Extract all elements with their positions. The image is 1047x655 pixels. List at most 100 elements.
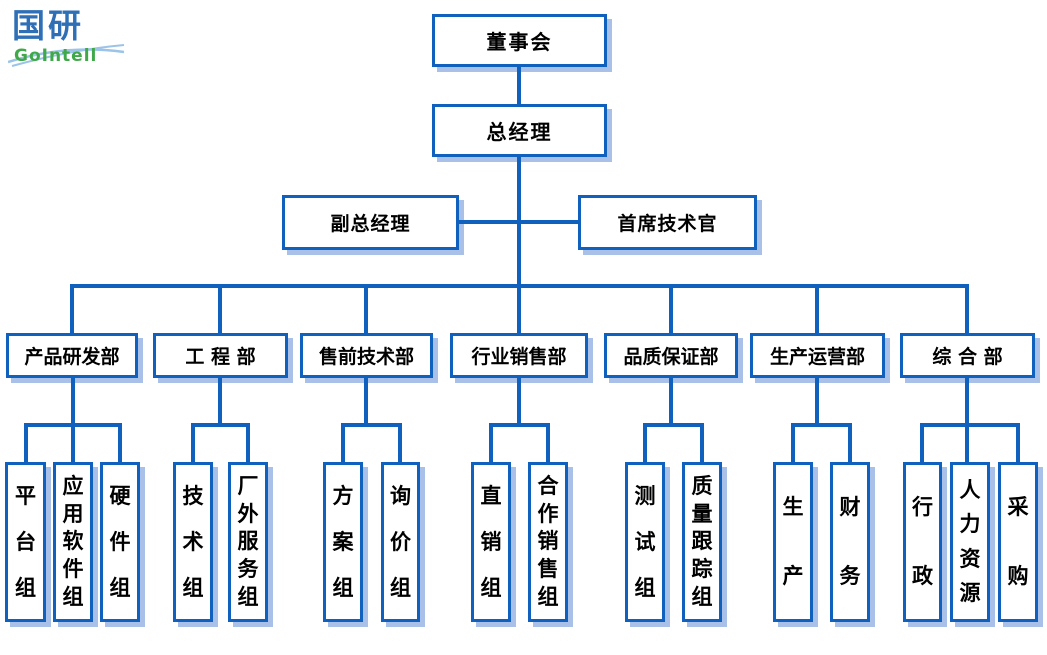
node-group-solution: 方案组 bbox=[323, 462, 363, 622]
connector-line bbox=[965, 284, 969, 334]
group-label-char: 试 bbox=[634, 529, 656, 554]
connector-line bbox=[489, 423, 550, 427]
connector-line bbox=[517, 67, 521, 105]
connector-line bbox=[458, 220, 578, 224]
group-label-char: 组 bbox=[62, 584, 84, 609]
group-label-char: 组 bbox=[15, 575, 36, 600]
group-label-char: 售 bbox=[537, 557, 559, 582]
connector-line bbox=[1016, 423, 1020, 463]
group-label-char: 跟 bbox=[691, 529, 713, 554]
group-label-char: 务 bbox=[237, 557, 259, 582]
connector-line bbox=[191, 423, 250, 427]
node-dept-rnd: 产品研发部 bbox=[6, 333, 138, 378]
node-group-production: 生产 bbox=[773, 462, 813, 622]
node-board: 董事会 bbox=[432, 14, 607, 67]
node-group-hardware: 硬件组 bbox=[100, 462, 140, 622]
connector-line bbox=[848, 423, 852, 463]
node-dept-engineering: 工 程 部 bbox=[153, 333, 288, 378]
node-group-procurement: 采购 bbox=[998, 462, 1038, 622]
node-group-offsite-service: 厂外服务组 bbox=[228, 462, 268, 622]
group-label-char: 直 bbox=[480, 483, 502, 508]
node-group-technology: 技术组 bbox=[173, 462, 213, 622]
connector-line bbox=[815, 378, 819, 427]
group-label-char: 人 bbox=[959, 477, 981, 502]
node-deputy-general-manager: 副总经理 bbox=[282, 195, 459, 250]
node-group-testing: 测试组 bbox=[625, 462, 665, 622]
group-label-char: 厂 bbox=[237, 474, 259, 499]
logo: 国研 GoIntell bbox=[8, 6, 130, 68]
connector-line bbox=[71, 423, 75, 463]
connector-line bbox=[791, 423, 852, 427]
group-label-char: 产 bbox=[782, 564, 804, 588]
connector-line bbox=[517, 284, 521, 334]
group-label-char: 销 bbox=[480, 529, 502, 554]
connector-line bbox=[70, 284, 74, 334]
connector-line bbox=[118, 423, 122, 463]
node-general-manager: 总经理 bbox=[432, 104, 607, 157]
connector-line bbox=[341, 423, 402, 427]
group-label-char: 服 bbox=[237, 529, 259, 554]
group-label-char: 组 bbox=[332, 575, 354, 600]
connector-line bbox=[920, 423, 1020, 427]
group-label-char: 硬 bbox=[109, 483, 131, 508]
connector-line bbox=[489, 423, 493, 463]
logo-text-cn: 国研 bbox=[12, 6, 84, 45]
group-label-char: 量 bbox=[691, 501, 713, 526]
connector-line bbox=[364, 284, 368, 334]
logo-text-en: GoIntell bbox=[14, 46, 98, 66]
node-dept-industry-sales: 行业销售部 bbox=[450, 333, 588, 378]
connector-line bbox=[191, 423, 195, 463]
connector-line bbox=[246, 423, 250, 463]
group-label-char: 平 bbox=[15, 483, 36, 508]
group-label-char: 销 bbox=[537, 529, 559, 554]
connector-line bbox=[398, 423, 402, 463]
connector-line bbox=[643, 423, 647, 463]
group-label-char: 组 bbox=[480, 575, 502, 600]
group-label-char: 质 bbox=[691, 474, 713, 499]
node-group-app-software: 应用软件组 bbox=[53, 462, 93, 622]
connector-line bbox=[517, 378, 521, 427]
node-dept-presales: 售前技术部 bbox=[300, 333, 433, 378]
connector-line bbox=[965, 378, 969, 427]
group-label-char: 询 bbox=[390, 483, 411, 508]
group-label-char: 用 bbox=[62, 501, 84, 526]
node-group-partner-sales: 合作销售组 bbox=[528, 462, 568, 622]
group-label-char: 组 bbox=[390, 575, 411, 600]
group-label-char: 软 bbox=[62, 529, 84, 554]
connector-line bbox=[815, 284, 819, 334]
group-label-char: 应 bbox=[62, 474, 84, 499]
group-label-char: 案 bbox=[332, 529, 354, 554]
group-label-char: 踪 bbox=[691, 557, 713, 582]
group-label-char: 组 bbox=[182, 575, 204, 600]
node-group-administration: 行政 bbox=[903, 462, 942, 622]
group-label-char: 件 bbox=[62, 557, 84, 582]
group-label-char: 合 bbox=[537, 474, 559, 499]
node-group-direct-sales: 直销组 bbox=[471, 462, 511, 622]
connector-line bbox=[218, 284, 222, 334]
group-label-char: 生 bbox=[782, 495, 804, 519]
node-dept-quality: 品质保证部 bbox=[604, 333, 738, 378]
group-label-char: 作 bbox=[537, 501, 559, 526]
group-label-char: 务 bbox=[839, 564, 861, 588]
connector-line bbox=[669, 284, 673, 334]
group-label-char: 组 bbox=[691, 584, 713, 609]
connector-line bbox=[24, 423, 28, 463]
group-label-char: 方 bbox=[332, 483, 354, 508]
group-label-char: 术 bbox=[182, 529, 204, 554]
group-label-char: 力 bbox=[959, 512, 981, 537]
connector-line bbox=[965, 423, 969, 463]
node-cto: 首席技术官 bbox=[578, 195, 757, 250]
connector-line bbox=[546, 423, 550, 463]
connector-line bbox=[341, 423, 345, 463]
node-group-finance: 财务 bbox=[830, 462, 870, 622]
node-dept-production-ops: 生产运营部 bbox=[750, 333, 885, 378]
group-label-char: 购 bbox=[1007, 564, 1029, 588]
connector-line bbox=[218, 378, 222, 427]
group-label-char: 台 bbox=[15, 529, 36, 554]
group-label-char: 测 bbox=[634, 483, 656, 508]
group-label-char: 行 bbox=[912, 495, 933, 519]
connector-line bbox=[71, 378, 75, 427]
group-label-char: 组 bbox=[634, 575, 656, 600]
node-group-hr: 人力资源 bbox=[950, 462, 990, 622]
